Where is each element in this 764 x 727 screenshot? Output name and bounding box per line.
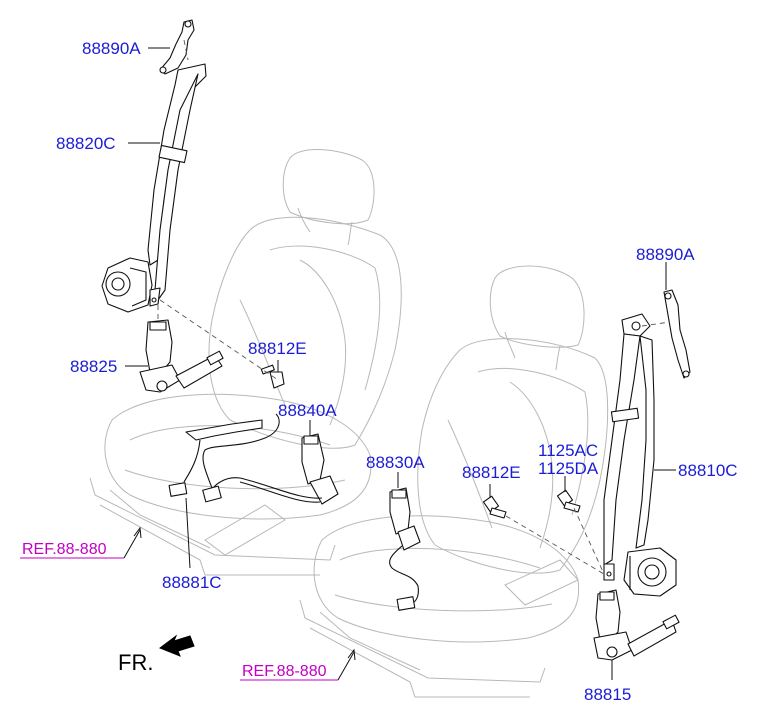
label-88820C[interactable]: 88820C [56,134,116,153]
ref-label-left[interactable]: REF.88-880 [22,541,107,558]
label-88890A-top[interactable]: 88890A [82,39,141,58]
right-seat [299,265,609,698]
label-88815[interactable]: 88815 [584,685,631,704]
assembly-lines [157,39,671,575]
label-88830A[interactable]: 88830A [366,453,425,472]
label-1125AC[interactable]: 1125AC [538,441,598,460]
left-buckle-switch-harness [168,413,339,505]
arrow-left-icon [158,634,195,657]
label-88840A[interactable]: 88840A [278,401,337,420]
label-88812E-right[interactable]: 88812E [462,463,521,482]
leader-lines [20,47,676,681]
right-seatbelt-assembly [603,289,691,597]
label-88881C[interactable]: 88881C [162,573,222,592]
left-seat [89,149,402,576]
label-1125DA[interactable]: 1125DA [538,459,599,478]
label-88890A-right[interactable]: 88890A [636,245,695,264]
front-direction-marker: FR. [118,634,195,675]
part-number-labels: 88890A 88820C 88825 88812E 88840A 88881C… [22,39,738,704]
left-seatbelt-assembly [101,19,207,313]
right-buckle-switch-harness [389,487,421,611]
retractor-mounting-bolt [556,489,581,513]
label-88812E-left[interactable]: 88812E [248,339,307,358]
right-anchor-bolt [482,495,507,519]
ref-label-right[interactable]: REF.88-880 [242,663,327,680]
label-88810C[interactable]: 88810C [678,461,738,480]
front-label: FR. [118,650,153,675]
label-88825[interactable]: 88825 [70,357,117,376]
right-buckle [593,589,680,661]
left-buckle [139,319,224,393]
